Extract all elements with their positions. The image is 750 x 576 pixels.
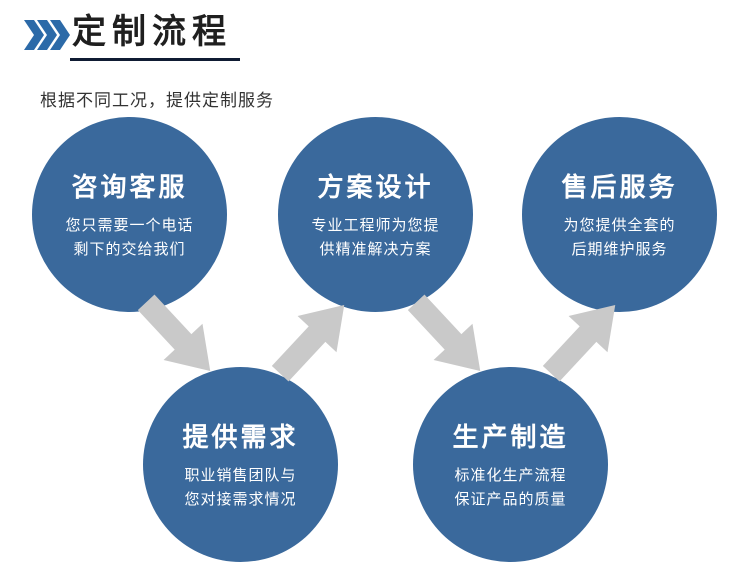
flow-arrow-down-right-icon <box>126 283 232 391</box>
step-circle-requirements: 提供需求 职业销售团队与 您对接需求情况 <box>143 367 338 562</box>
section-intro-text: 根据不同工况，提供定制服务 <box>40 91 274 110</box>
step-title: 生产制造 <box>452 422 569 452</box>
flow-arrow-up-right-icon <box>260 285 366 393</box>
flow-arrow-up-right-icon <box>531 285 637 393</box>
step-desc: 职业销售团队与 您对接需求情况 <box>184 467 297 508</box>
section-title: 定制流程 <box>72 13 232 51</box>
step-title: 咨询客服 <box>71 172 188 202</box>
step-title: 售后服务 <box>561 172 678 202</box>
step-desc: 标准化生产流程 保证产品的质量 <box>454 467 567 508</box>
step-circle-design: 方案设计 专业工程师为您提 供精准解决方案 <box>278 117 473 312</box>
triple-chevron-right-icon <box>24 20 70 50</box>
step-circle-aftersales: 售后服务 为您提供全套的 后期维护服务 <box>522 117 717 312</box>
step-desc: 您只需要一个电话 剩下的交给我们 <box>65 217 194 258</box>
step-title: 方案设计 <box>317 172 434 202</box>
step-desc: 为您提供全套的 后期维护服务 <box>563 217 676 258</box>
title-underline <box>70 58 240 61</box>
step-title: 提供需求 <box>182 422 299 452</box>
flow-arrow-down-right-icon <box>396 283 502 391</box>
step-desc: 专业工程师为您提 供精准解决方案 <box>311 217 440 258</box>
step-circle-consult: 咨询客服 您只需要一个电话 剩下的交给我们 <box>32 117 227 312</box>
step-circle-manufacture: 生产制造 标准化生产流程 保证产品的质量 <box>413 367 608 562</box>
